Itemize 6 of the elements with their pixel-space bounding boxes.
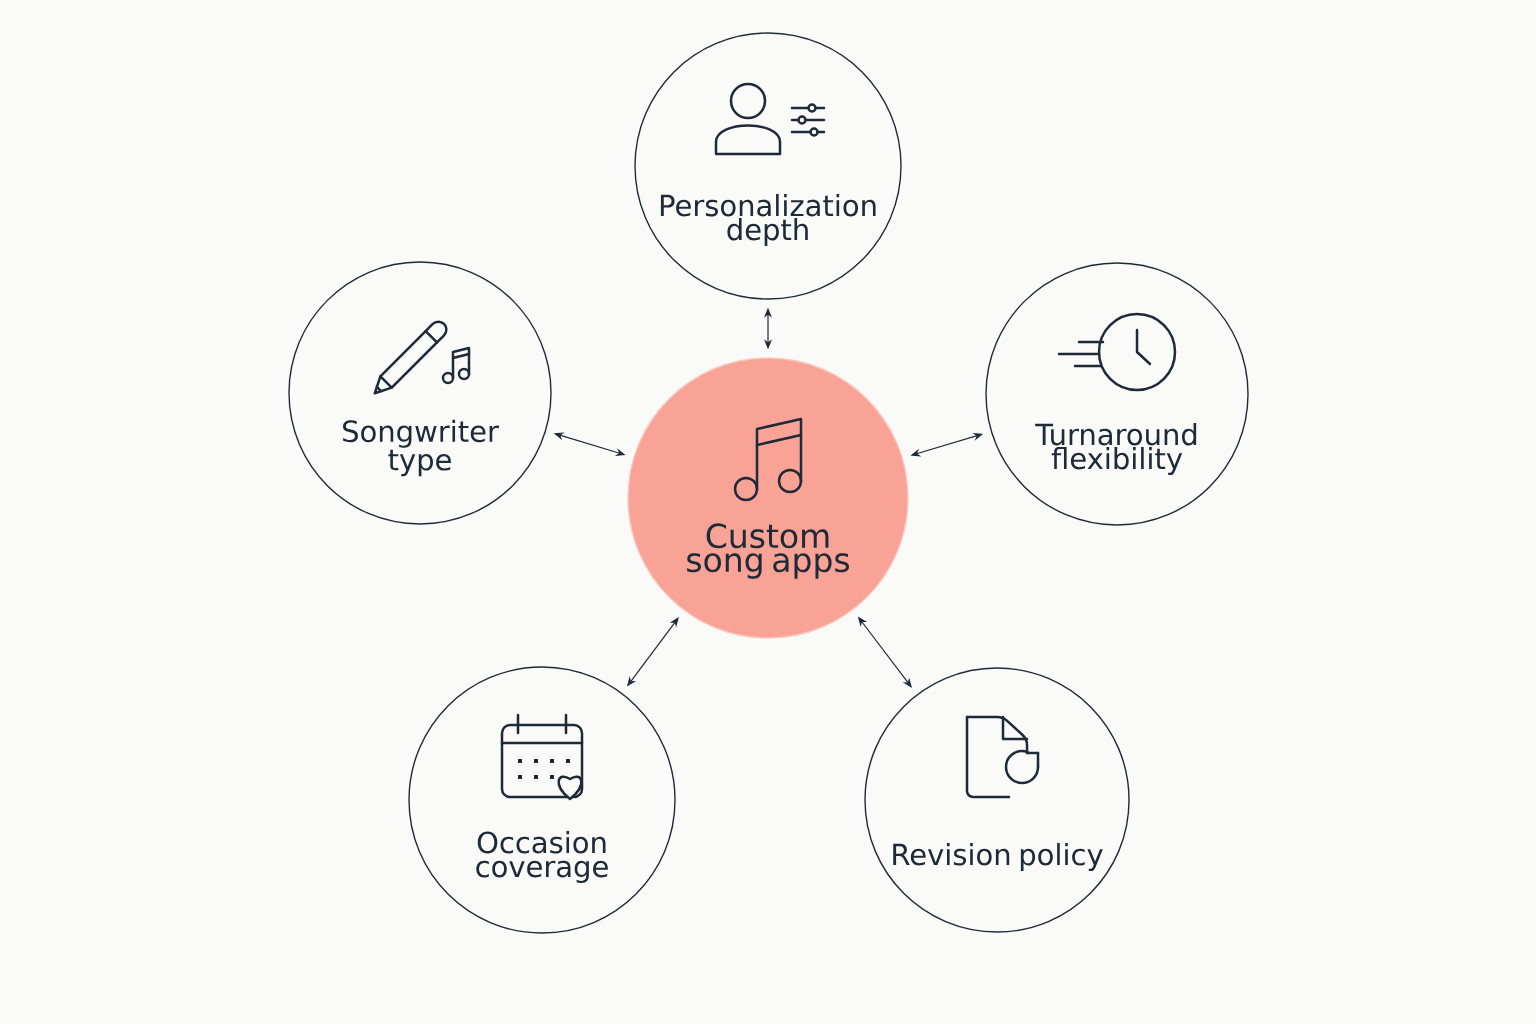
node-label: Occasion coverage xyxy=(476,830,608,884)
node-label: Turnaround flexibility xyxy=(1035,422,1197,476)
node-label: Custom song apps xyxy=(687,523,850,579)
node-label: Revision policy xyxy=(893,842,1103,872)
node-label: Songwriter type xyxy=(343,419,499,477)
node-label: Personalization depth xyxy=(660,193,876,247)
